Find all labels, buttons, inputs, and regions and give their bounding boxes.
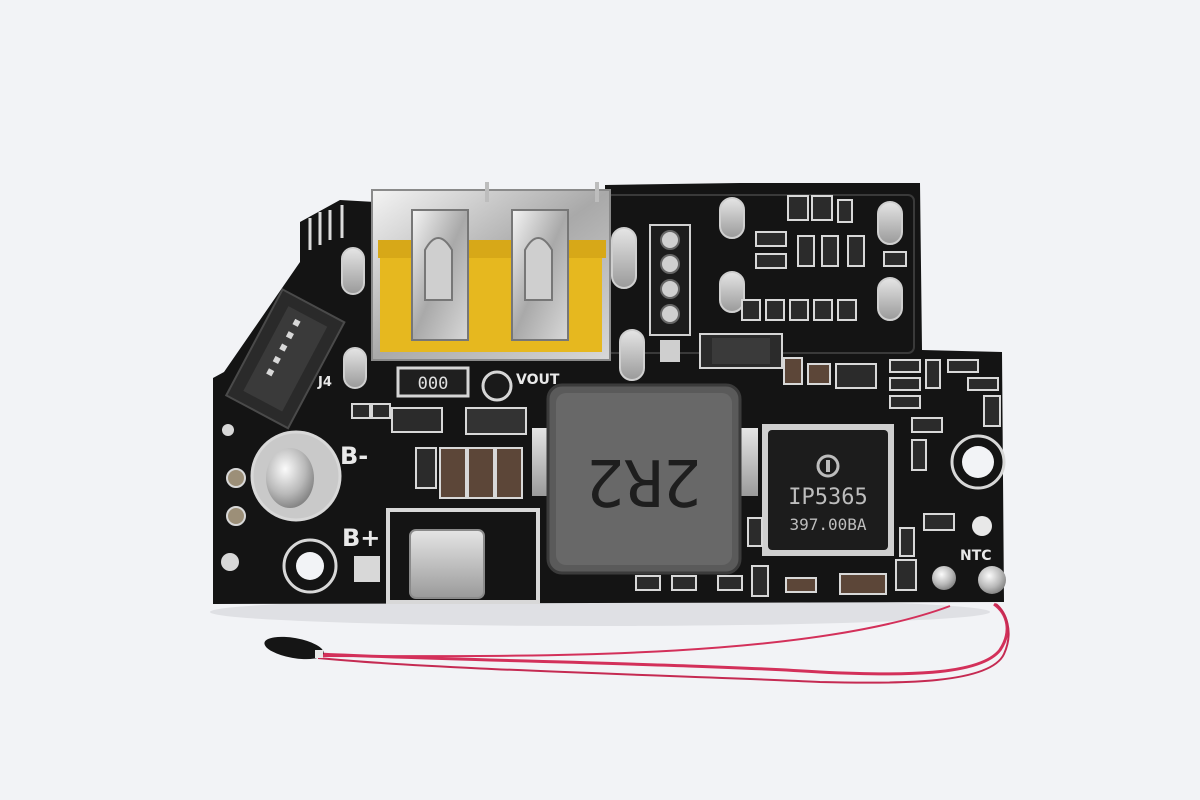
resistor-000: 000 [396,366,470,398]
usb-c-port [371,182,611,361]
injoinic-logo-icon [816,454,840,478]
vout-label: VOUT [516,372,560,388]
ntc-pads: NTC [932,516,1006,594]
battery-positive-pad: B+ [342,508,540,604]
ic-part-number: IP5365 [788,485,867,510]
inductor-2r2: 2R2 [532,383,758,575]
ntc-label: NTC [960,548,992,564]
fpc-connector [224,288,346,430]
battery-negative-label: B- [340,442,368,470]
connector-label: J4 [317,375,332,390]
ntc-thermistor [264,602,1010,684]
resistor-code: 000 [418,374,449,394]
smd-components-left [351,403,527,499]
diode [699,333,783,369]
edge-pads-left [221,424,246,571]
pin-header [649,224,691,362]
inductor-marking: 2R2 [586,444,702,518]
smd-components-right [635,357,1001,597]
mounting-hole-right [950,434,1006,490]
slot-pads [341,197,903,389]
ic-ip5365: IP5365 397.00BA [762,424,894,556]
board-shadow [210,598,990,626]
silkscreen-outline [308,205,344,250]
battery-negative-pad: B- [250,430,368,522]
battery-positive-label: B+ [342,524,380,552]
vout-testpoint: VOUT [481,370,560,402]
ic-date-code: 397.00BA [789,515,866,534]
mounting-hole-left [282,538,338,594]
smd-components-upper [741,195,907,321]
